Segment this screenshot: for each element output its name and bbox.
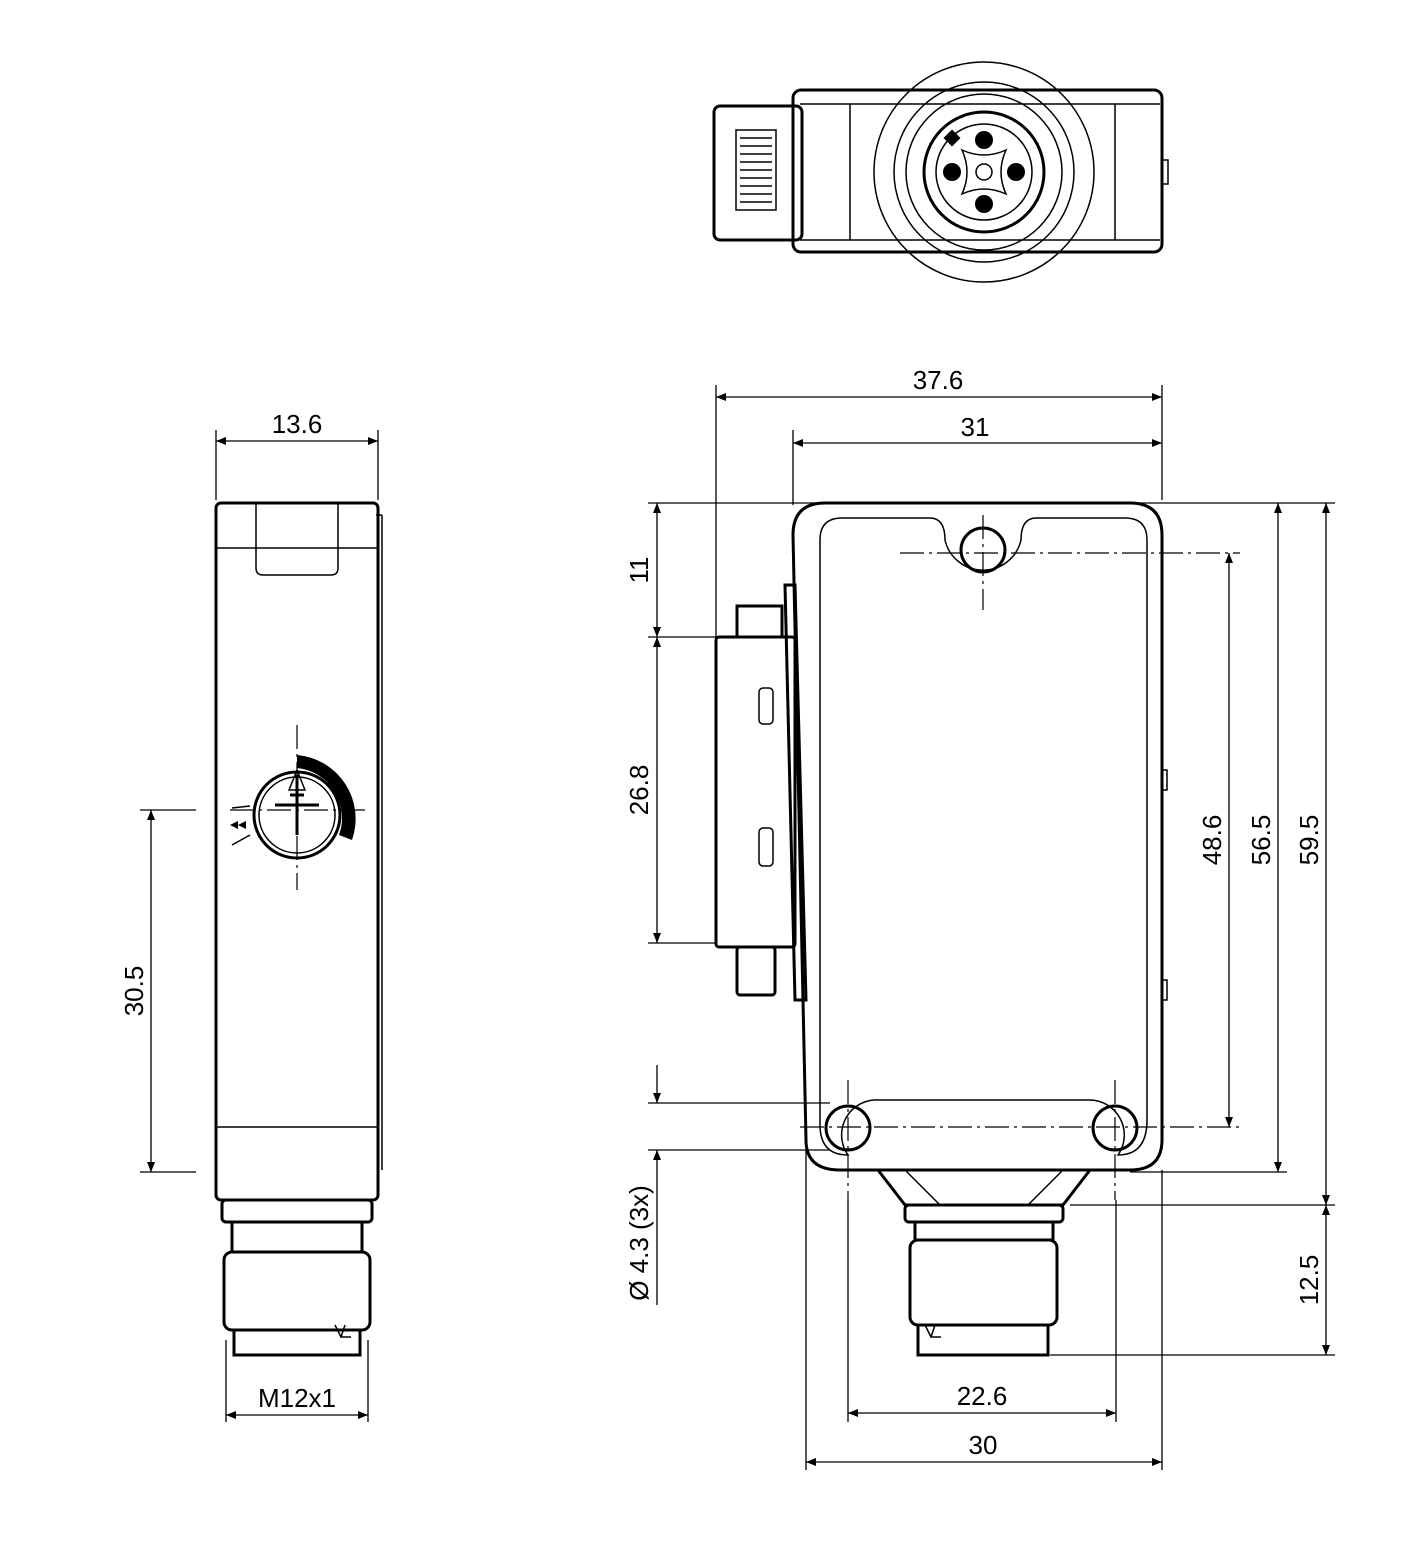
dim-knob-height: 30.5 (119, 966, 149, 1017)
dim-tab-height: 26.8 (624, 765, 654, 816)
dim-hole-spacing-h: 22.6 (957, 1381, 1008, 1411)
dim-total-height: 59.5 (1294, 815, 1324, 866)
dim-hole-spacing-v: 48.6 (1197, 815, 1227, 866)
pin (1007, 163, 1025, 181)
dimension-lines (140, 385, 1335, 1470)
dim-thread: M12x1 (258, 1383, 336, 1413)
pin (943, 163, 961, 181)
dim-top-to-tab: 11 (624, 557, 654, 584)
dim-connector-length: 12.5 (1294, 1255, 1324, 1306)
dimension-labels: 37.6 31 13.6 11 26.8 Ø 4.3 (3x) 48.6 56.… (119, 365, 1324, 1460)
dim-base-width: 30 (969, 1430, 998, 1460)
dim-overall-width: 37.6 (913, 365, 964, 395)
top-view (712, 61, 1169, 283)
dim-body-width: 31 (961, 412, 990, 442)
dim-body-height: 56.5 (1246, 815, 1276, 866)
pin (975, 131, 993, 149)
pin (975, 195, 993, 213)
side-view (214, 501, 383, 1357)
dim-side-depth: 13.6 (272, 409, 323, 439)
front-view (714, 501, 1240, 1357)
dim-hole-diameter: Ø 4.3 (3x) (624, 1185, 654, 1301)
